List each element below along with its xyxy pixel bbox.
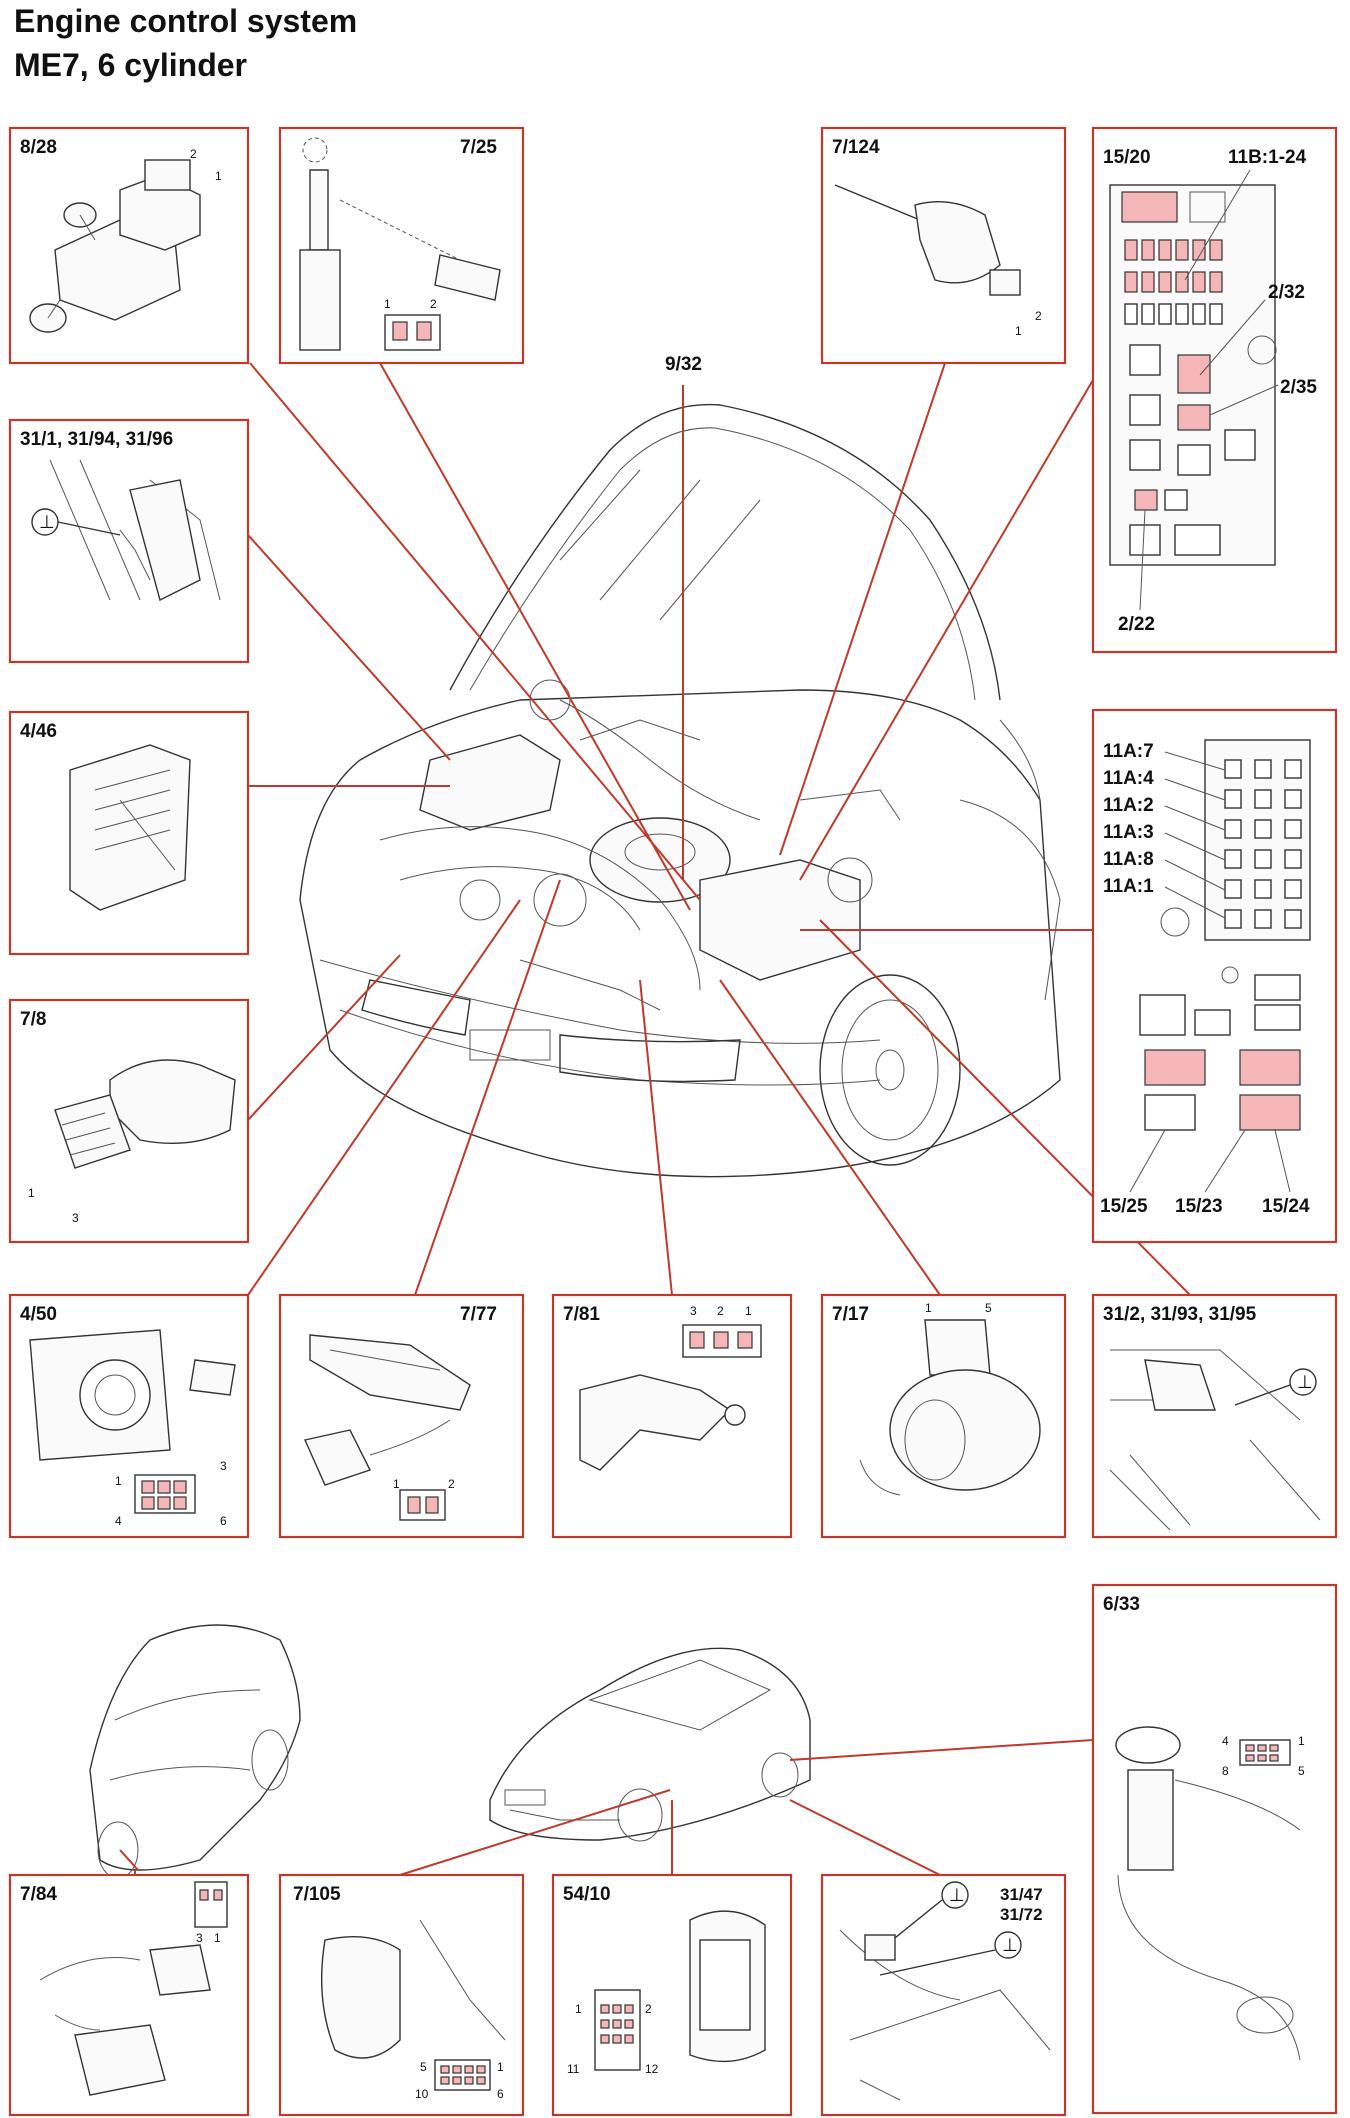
component-7-77-pin: 2 (448, 1477, 455, 1491)
fusebox-mid-label-11a2: 11A:2 (1103, 795, 1154, 816)
ground-symbol-icon (941, 1881, 969, 1909)
component-7-105-pin: 1 (497, 2060, 504, 2074)
component-7-8-pin: 3 (72, 1211, 79, 1225)
component-7-105-pin: 6 (497, 2087, 504, 2101)
car-side-illustration (89, 1624, 301, 1879)
fusebox-top-label-11b: 11B:1-24 (1228, 147, 1307, 168)
component-4-50-pin: 4 (115, 1514, 122, 1528)
component-7-17-pin: 5 (985, 1301, 992, 1315)
component-7-124-pin: 2 (1035, 309, 1042, 323)
component-6-33-pin: 4 (1222, 1734, 1229, 1748)
component-6-33-pin: 8 (1222, 1764, 1229, 1778)
component-7-105-label: 7/105 (293, 1884, 341, 1905)
fusebox-mid-label-15-25: 15/25 (1100, 1196, 1148, 1217)
component-54-10-pin: 1 (575, 2002, 582, 2016)
component-7-84-pin: 3 (196, 1931, 203, 1945)
component-54-10-pin: 2 (645, 2002, 652, 2016)
component-7-17: 7/17 1 5 (820, 1293, 1067, 1539)
fuse-grid (1124, 239, 1223, 325)
component-31-47-label: 31/47 (1000, 1885, 1043, 1904)
component-31-2-label: 31/2, 31/93, 31/95 (1103, 1304, 1257, 1325)
component-7-17-label: 7/17 (832, 1304, 869, 1325)
component-6-33-label: 6/33 (1103, 1594, 1140, 1615)
component-7-81-pin: 2 (717, 1304, 724, 1318)
component-7-25-pin: 1 (384, 297, 391, 311)
component-6-33: 6/33 4 1 8 5 (1091, 1583, 1338, 2115)
component-7-17-pin: 1 (925, 1301, 932, 1315)
component-7-8: 7/8 1 3 (8, 998, 250, 1244)
component-8-28-pin: 2 (190, 147, 197, 161)
component-31-72-label: 31/72 (1000, 1905, 1043, 1924)
leader-lines (119, 362, 1191, 1876)
component-7-81-pin: 3 (690, 1304, 697, 1318)
fusebox-top: 15/20 11B:1-24 2/32 2/35 2/22 (1091, 126, 1338, 654)
fusebox-top-label-2-22: 2/22 (1118, 614, 1155, 635)
component-7-77-pin: 1 (393, 1477, 400, 1491)
fusebox-top-label-2-32: 2/32 (1268, 282, 1305, 303)
fusebox-top-label-15-20: 15/20 (1103, 147, 1151, 168)
diagram-title-line1: Engine control system (14, 3, 357, 39)
fusebox-mid-label-11a7: 11A:7 (1103, 741, 1154, 762)
relay-grid (1224, 759, 1302, 929)
component-7-81-pin: 1 (745, 1304, 752, 1318)
component-8-28-label: 8/28 (20, 137, 57, 158)
component-7-84: 7/84 3 1 (8, 1873, 250, 2117)
component-7-84-pin: 1 (214, 1931, 221, 1945)
component-54-10-pin: 11 (567, 2062, 580, 2076)
component-7-105: 7/105 5 1 10 6 (278, 1873, 525, 2117)
ground-symbol-icon (1289, 1368, 1317, 1396)
component-31-1: 31/1, 31/94, 31/96 ⊥ (8, 418, 250, 664)
component-8-28-pin: 1 (215, 169, 222, 183)
fusebox-top-label-2-35: 2/35 (1280, 377, 1317, 398)
ground-symbol-icon (994, 1931, 1022, 1959)
component-7-77-label: 7/77 (460, 1304, 497, 1325)
svg-text:⊥: ⊥ (1297, 1372, 1313, 1392)
component-7-124: 7/124 2 1 (820, 126, 1067, 365)
component-6-33-pin: 1 (1298, 1734, 1305, 1748)
component-4-46: 4/46 (8, 710, 250, 956)
component-7-8-label: 7/8 (20, 1009, 46, 1030)
fusebox-mid-label-11a3: 11A:3 (1103, 822, 1154, 843)
component-4-50-label: 4/50 (20, 1304, 57, 1325)
fusebox-mid-label-11a8: 11A:8 (1103, 849, 1154, 870)
component-6-33-pin: 5 (1298, 1764, 1305, 1778)
component-4-50-pin: 1 (115, 1474, 122, 1488)
component-4-50: 4/50 1 3 4 6 (8, 1293, 250, 1539)
component-54-10-pin: 12 (645, 2062, 659, 2076)
component-7-25: 7/25 1 2 (278, 126, 525, 365)
component-54-10: 54/10 1 2 11 12 (551, 1873, 793, 2117)
fusebox-mid-label-15-23: 15/23 (1175, 1196, 1223, 1217)
svg-text:⊥: ⊥ (949, 1885, 965, 1905)
component-7-8-pin: 1 (28, 1186, 35, 1200)
component-7-84-label: 7/84 (20, 1884, 57, 1905)
component-31-47: 31/47 31/72 ⊥ ⊥ (820, 1873, 1067, 2117)
component-4-46-label: 4/46 (20, 721, 57, 742)
component-7-77: 7/77 1 2 (278, 1293, 525, 1539)
component-31-1-label: 31/1, 31/94, 31/96 (20, 429, 173, 450)
fusebox-mid: 11A:7 11A:4 11A:2 11A:3 11A:8 11A:1 15/ (1091, 708, 1338, 1244)
component-7-124-pin: 1 (1015, 324, 1022, 338)
component-7-124-label: 7/124 (832, 137, 880, 158)
component-54-10-label: 54/10 (563, 1884, 611, 1905)
component-7-81-label: 7/81 (563, 1304, 600, 1325)
component-7-105-pin: 5 (420, 2060, 427, 2074)
component-7-25-pin: 2 (430, 297, 437, 311)
engine-bay-illustration (299, 403, 1061, 1178)
fusebox-mid-label-11a1: 11A:1 (1103, 876, 1154, 897)
component-7-25-label: 7/25 (460, 137, 497, 158)
component-4-50-pin: 3 (220, 1459, 227, 1473)
fusebox-mid-label-15-24: 15/24 (1262, 1196, 1310, 1217)
component-31-2: 31/2, 31/93, 31/95 ⊥ (1091, 1293, 1338, 1539)
component-4-50-pin: 6 (220, 1514, 227, 1528)
component-7-81: 7/81 3 2 1 (551, 1293, 793, 1539)
diagram-title-line2: ME7, 6 cylinder (14, 47, 247, 83)
svg-text:⊥: ⊥ (1002, 1935, 1018, 1955)
component-8-28: 8/28 2 1 (8, 126, 250, 365)
fusebox-mid-label-11a4: 11A:4 (1103, 768, 1154, 789)
car-perspective-illustration (489, 1647, 811, 1842)
component-7-105-pin: 10 (415, 2087, 429, 2101)
component-9-32-label: 9/32 (665, 354, 702, 375)
svg-text:⊥: ⊥ (39, 512, 55, 532)
